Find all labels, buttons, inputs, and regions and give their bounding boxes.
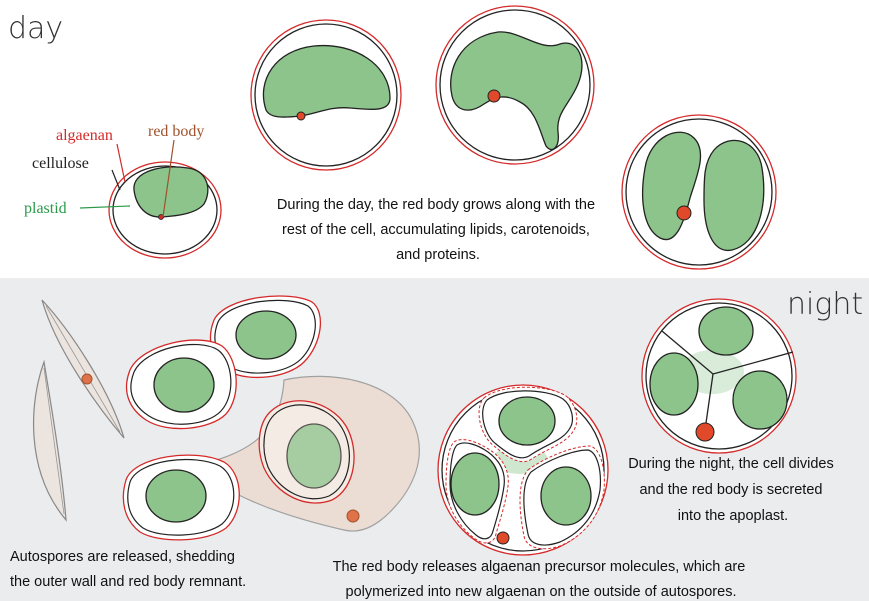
night-caption-line: During the night, the cell divides: [628, 456, 834, 472]
night-caption-line: and the red body is secreted: [639, 482, 822, 498]
plastid-top: [699, 307, 753, 355]
growing-cell-2: [436, 6, 594, 164]
plastid-right: [733, 371, 787, 429]
red-body-label: red body: [148, 123, 204, 140]
autospore-cell: [438, 385, 608, 555]
algaenan-leader: [117, 144, 125, 182]
release-caption-line: the outer wall and red body remnant.: [10, 574, 246, 590]
day-caption-line: and proteins.: [396, 247, 480, 263]
cellulose-label: cellulose: [32, 155, 89, 172]
polymerize-caption-line: polymerized into new algaenan on the out…: [346, 584, 737, 600]
red-body-dot: [488, 90, 500, 102]
red-body-dot: [297, 112, 305, 120]
red-body-remnant: [82, 374, 92, 384]
autospore-plastid: [146, 470, 206, 522]
day-caption: During the day, the red body grows along…: [277, 197, 599, 263]
plastid-shape: [134, 167, 208, 217]
night-divided-cell: [642, 299, 796, 453]
autospore-plastid: [154, 358, 214, 412]
plastid-left: [451, 453, 499, 515]
algaenan-label: algaenan: [56, 127, 113, 144]
autospore-plastid: [236, 311, 296, 359]
day-heading: day: [8, 11, 63, 46]
plastid-label: plastid: [24, 200, 67, 217]
plastid-top: [499, 397, 555, 445]
plastid-right: [541, 467, 591, 525]
labelled-cell: algaenan red body cellulose plastid: [24, 123, 221, 258]
red-body-dot: [696, 423, 714, 441]
night-caption-line: into the apoplast.: [678, 508, 788, 524]
red-body-dot: [677, 206, 691, 220]
dividing-cell-day: [622, 115, 776, 269]
red-body-dot: [497, 532, 509, 544]
day-caption-line: rest of the cell, accumulating lipids, c…: [282, 222, 590, 238]
polymerize-caption-line: The red body releases algaenan precursor…: [333, 559, 746, 575]
red-body-remnant: [347, 510, 359, 522]
release-caption-line: Autospores are released, shedding: [10, 549, 235, 565]
plastid-left: [650, 353, 698, 415]
day-caption-line: During the day, the red body grows along…: [277, 197, 595, 213]
growing-cell-1: [251, 20, 401, 170]
autospore-plastid: [287, 424, 341, 488]
night-heading: night: [787, 287, 863, 322]
